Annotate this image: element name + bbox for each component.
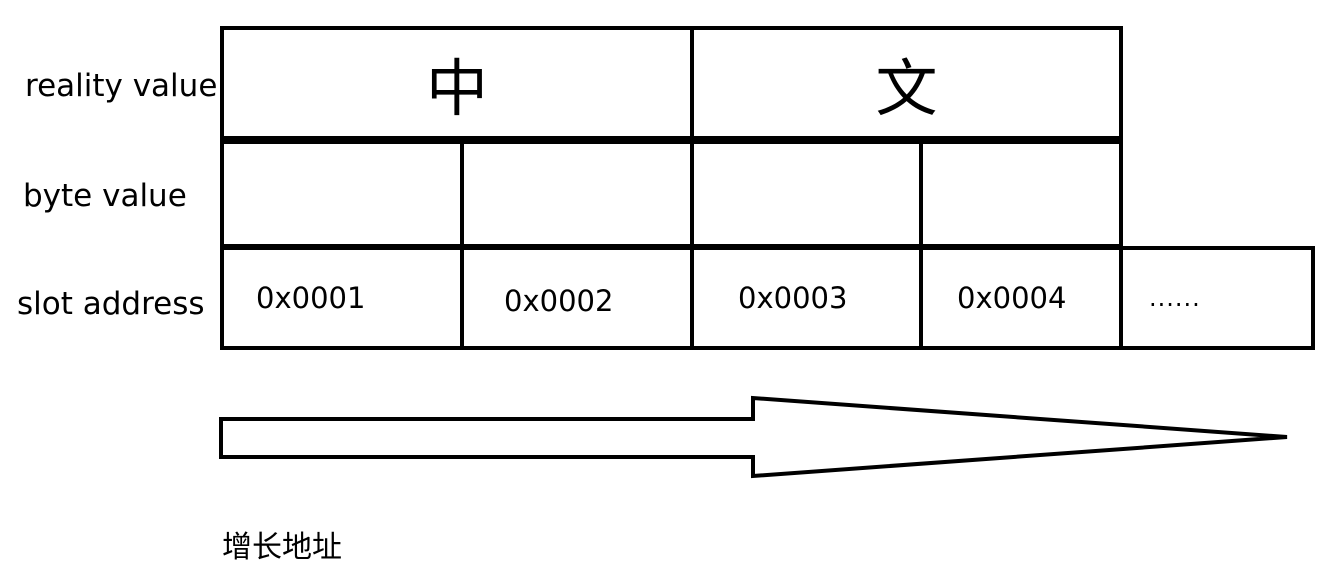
arrow-caption: 增长地址 [222, 530, 342, 565]
row-label-byte-value: byte value [23, 178, 187, 214]
slot-address-cell: 0x0004 [919, 246, 1123, 350]
reality-value-char: 中 [425, 52, 488, 125]
slot-address-ellipsis: ...... [1149, 284, 1201, 312]
reality-value-cell: 文 [690, 26, 1123, 140]
slot-address-cell: 0x0001 [220, 246, 464, 350]
byte-value-cell [690, 140, 923, 248]
byte-value-cell [220, 140, 464, 248]
row-label-reality-value: reality value [25, 68, 218, 104]
slot-address-cell: ...... [1119, 246, 1315, 350]
reality-value-char: 文 [875, 52, 938, 125]
slot-address-cell: 0x0002 [460, 246, 694, 350]
slot-address-text: 0x0001 [256, 281, 366, 315]
slot-address-text: 0x0004 [957, 281, 1067, 315]
byte-value-cell [460, 140, 694, 248]
slot-address-cell: 0x0003 [690, 246, 923, 350]
byte-value-cell [919, 140, 1123, 248]
row-label-slot-address: slot address [17, 286, 205, 322]
slot-address-text: 0x0002 [504, 284, 614, 318]
slot-address-text: 0x0003 [738, 281, 848, 315]
